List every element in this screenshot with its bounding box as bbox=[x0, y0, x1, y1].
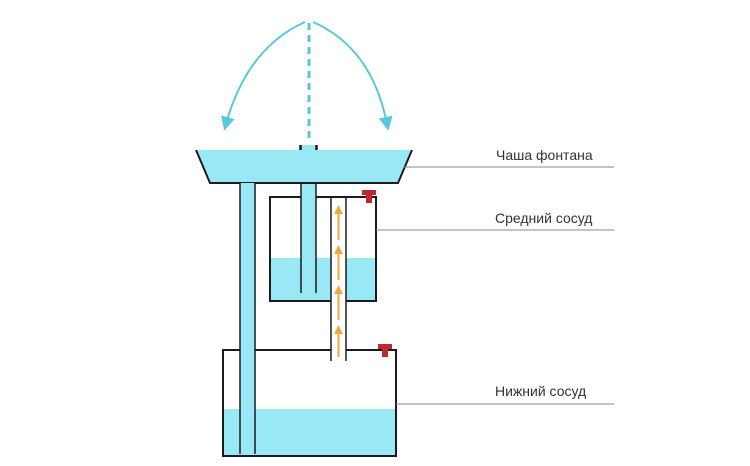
red-valve-icon bbox=[378, 344, 392, 357]
red-valve-icon bbox=[362, 190, 376, 203]
middle-vessel bbox=[269, 196, 377, 302]
fountain-bowl bbox=[195, 145, 413, 184]
drain-tube bbox=[239, 183, 256, 454]
air-tube bbox=[330, 198, 347, 361]
curved-arrow-icon bbox=[312, 21, 393, 131]
label-bowl: Чаша фонтана bbox=[496, 147, 593, 163]
up-arrow-icon bbox=[334, 325, 343, 357]
label-middle-vessel: Средний сосуд bbox=[495, 210, 593, 226]
up-arrow-icon bbox=[334, 245, 343, 280]
curved-arrow-icon bbox=[221, 21, 306, 131]
label-lower-vessel: Нижний сосуд bbox=[495, 383, 587, 399]
fountain-jet bbox=[221, 18, 393, 138]
up-arrow-icon bbox=[334, 285, 343, 320]
up-arrow-icon bbox=[334, 205, 343, 240]
